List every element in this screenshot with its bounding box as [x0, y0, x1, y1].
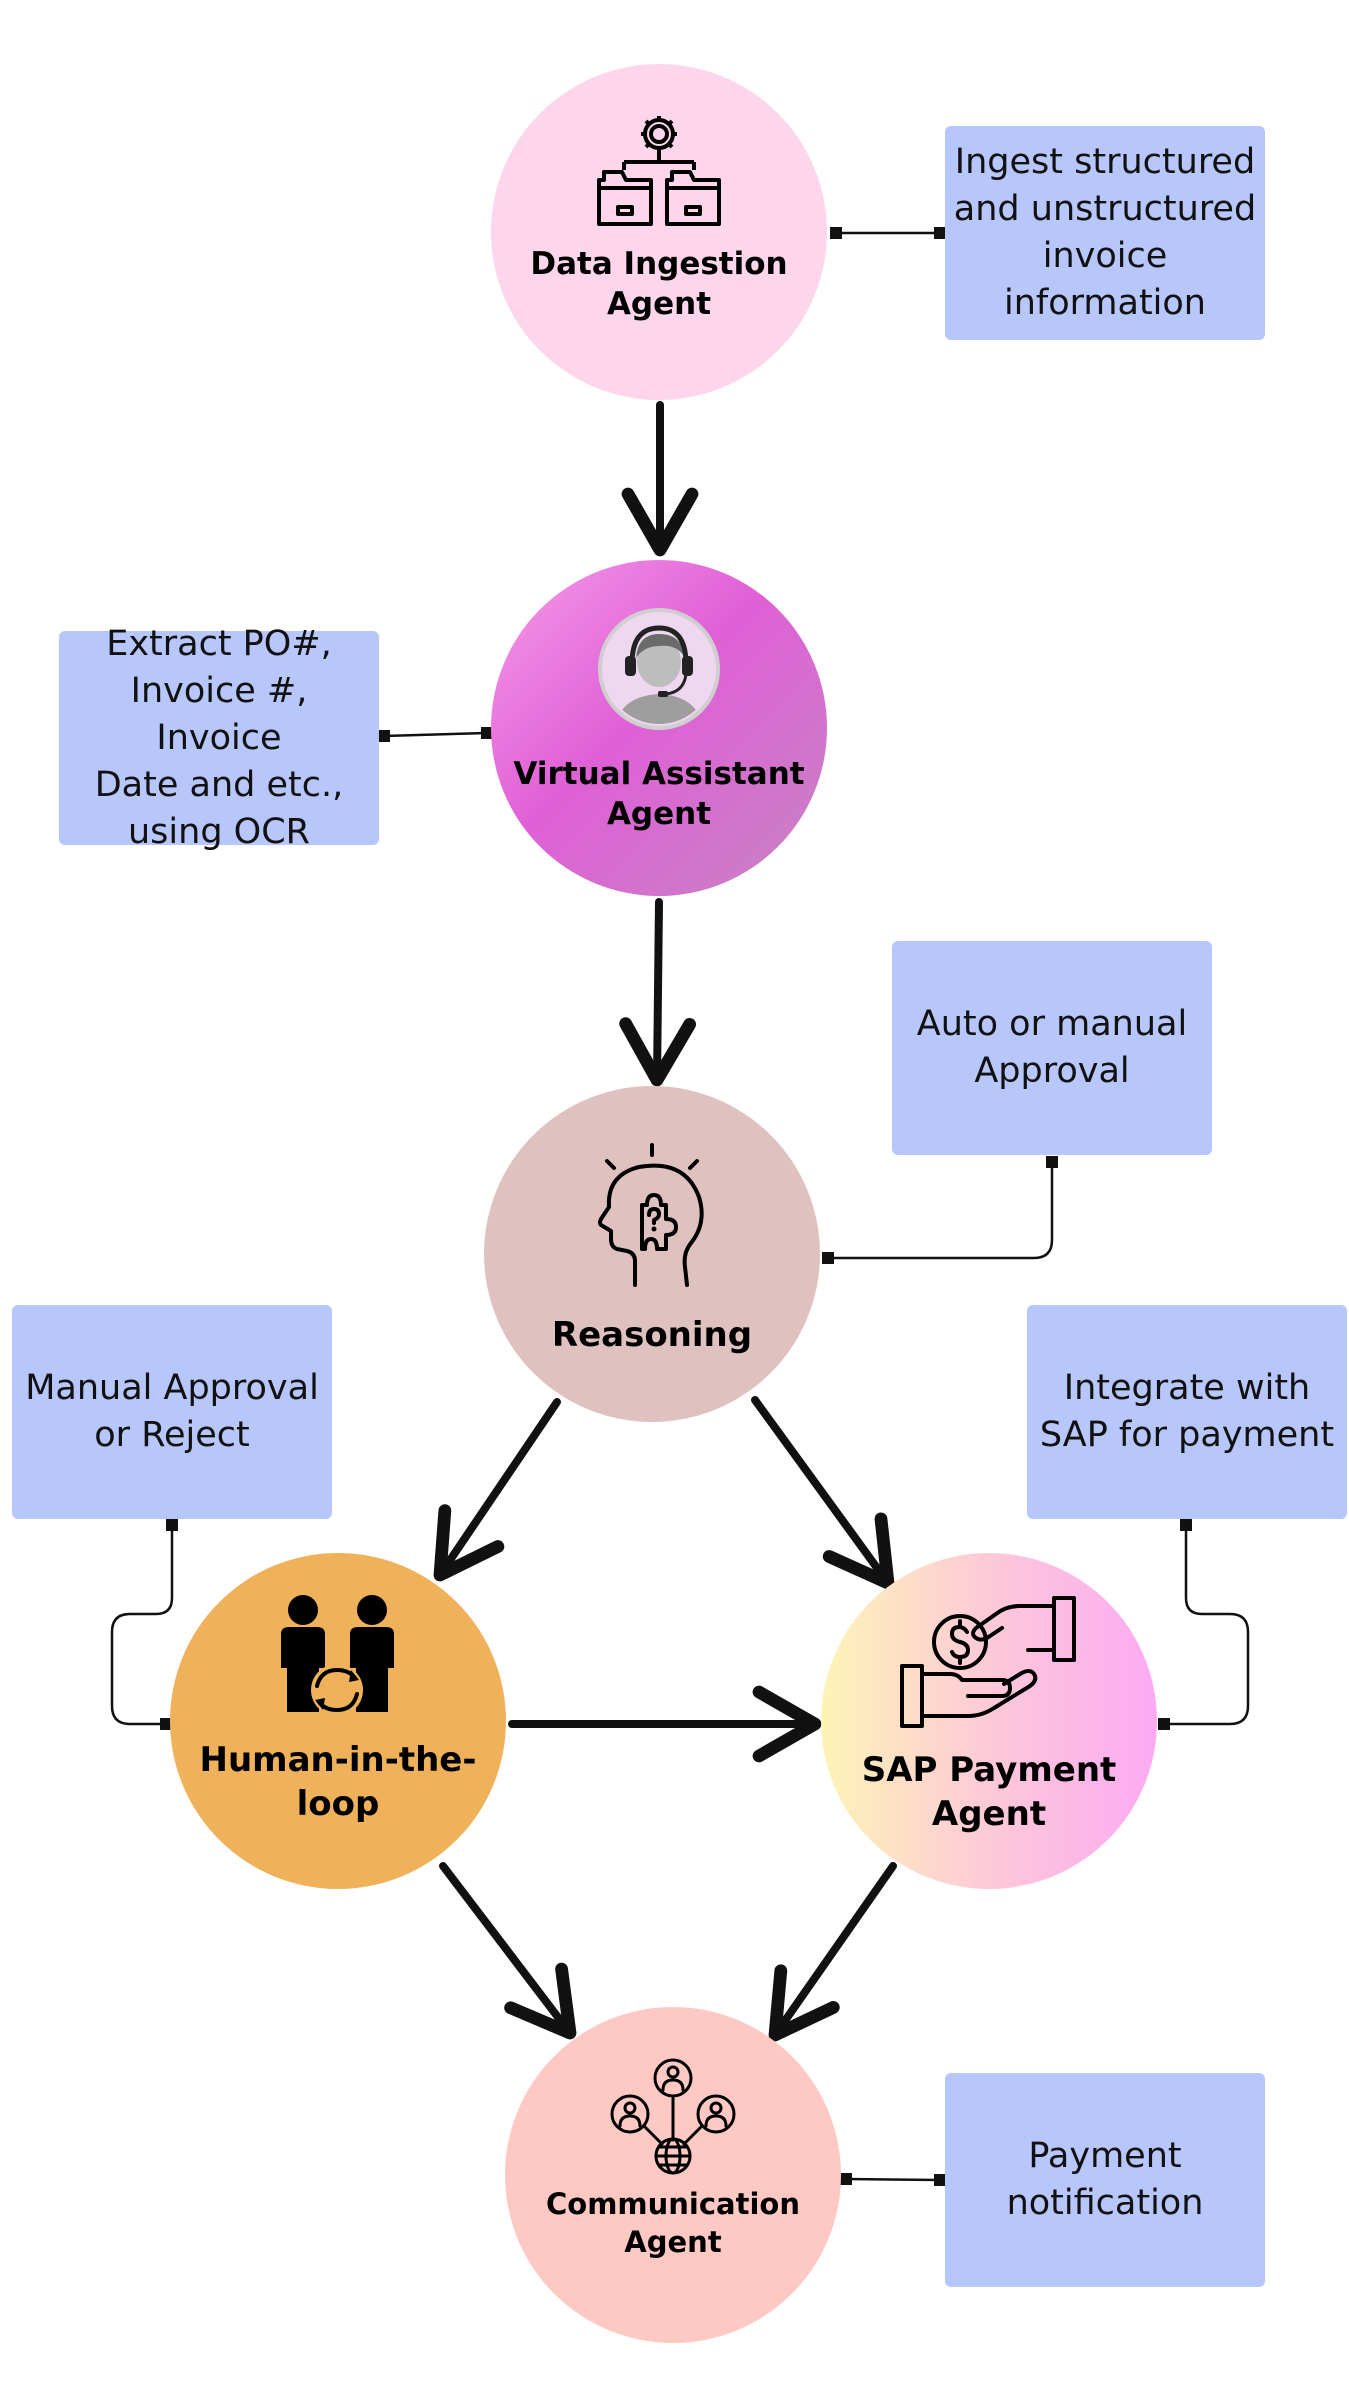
connector-dot [378, 730, 390, 742]
connector-dot [934, 2174, 946, 2186]
note-line: using OCR [128, 811, 310, 852]
headset-agent-icon [598, 607, 720, 730]
reasoning-node: Reasoning [484, 1086, 820, 1422]
note-extract: Extract PO#, Invoice #, Invoice Date and… [59, 624, 379, 852]
people-cycle-icon [281, 1594, 394, 1714]
gear-folders-icon [597, 115, 721, 226]
note-line: Date and etc., [94, 764, 344, 805]
head-puzzle-icon [598, 1142, 704, 1287]
connector-manual-note [110, 1525, 174, 1726]
note-line: Auto or manual [916, 1004, 1188, 1044]
note-line: Ingest structured [954, 142, 1256, 182]
connector-dot [160, 1718, 172, 1730]
connector-extract-note [383, 731, 487, 738]
sap-payment-agent-node: SAP Payment Agent [821, 1553, 1157, 1889]
node-label: Human-in-the- [199, 1739, 477, 1780]
note-line: notification [1006, 2183, 1204, 2223]
note-manual: Manual Approval or Reject [12, 1305, 332, 1519]
node-label: Data Ingestion [530, 245, 788, 282]
arrow-reasoning-to-sap [751, 1396, 895, 1590]
connector-dot [830, 227, 842, 239]
note-line: Payment [1028, 2136, 1182, 2176]
note-integrate: Integrate with SAP for payment [1027, 1305, 1347, 1519]
connector-payment-note [845, 2177, 941, 2182]
note-line: SAP for payment [1039, 1415, 1335, 1455]
hand-coin-icon [900, 1595, 1076, 1728]
note-line: Approval [974, 1051, 1130, 1091]
note-line: information [1003, 283, 1206, 323]
note-line: and unstructured [953, 189, 1257, 229]
arrow-reasoning-to-human [433, 1398, 561, 1582]
network-people-icon [610, 2058, 736, 2175]
node-label: Reasoning [551, 1314, 753, 1355]
node-label: SAP Payment [861, 1749, 1117, 1790]
node-label: loop [296, 1784, 380, 1824]
arrow-human-to-comm [439, 1862, 577, 2040]
node-label: Agent [624, 2225, 722, 2259]
arrow-va-to-reasoning [619, 898, 697, 1087]
note-ingest: Ingest structured and unstructured invoi… [945, 126, 1265, 340]
note-line: Invoice #, Invoice [130, 670, 308, 758]
connector-dot [1180, 1519, 1192, 1531]
node-label: Agent [931, 1794, 1047, 1834]
note-line: Extract PO#, [106, 623, 332, 664]
node-label: Virtual Assistant [513, 755, 805, 792]
connector-dot [1046, 1156, 1058, 1168]
connector-approval-note [828, 1162, 1054, 1260]
note-approval: Auto or manual Approval [892, 941, 1212, 1155]
note-line: Manual Approval [25, 1368, 319, 1408]
connector-dot [934, 227, 946, 239]
note-line: Integrate with [1063, 1368, 1311, 1408]
arrow-sap-to-comm [768, 1862, 897, 2042]
communication-agent-node: Communication Agent [505, 2007, 841, 2343]
note-line: or Reject [94, 1415, 250, 1455]
node-label: Agent [606, 286, 712, 322]
note-payment: Payment notification [945, 2073, 1265, 2287]
data-ingestion-agent-node: Data Ingestion Agent [491, 64, 827, 400]
connector-integrate-note [1164, 1525, 1250, 1726]
connector-dot [166, 1519, 178, 1531]
node-label: Communication [545, 2187, 800, 2222]
note-line: invoice [1042, 236, 1168, 276]
connector-dot [822, 1252, 834, 1264]
connector-dot [840, 2173, 852, 2185]
connector-dot [1158, 1718, 1170, 1730]
node-label: Agent [606, 796, 712, 832]
connector-dot [481, 727, 493, 739]
human-in-the-loop-node: Human-in-the- loop [170, 1553, 506, 1889]
virtual-assistant-agent-node: Virtual Assistant Agent [491, 560, 827, 896]
